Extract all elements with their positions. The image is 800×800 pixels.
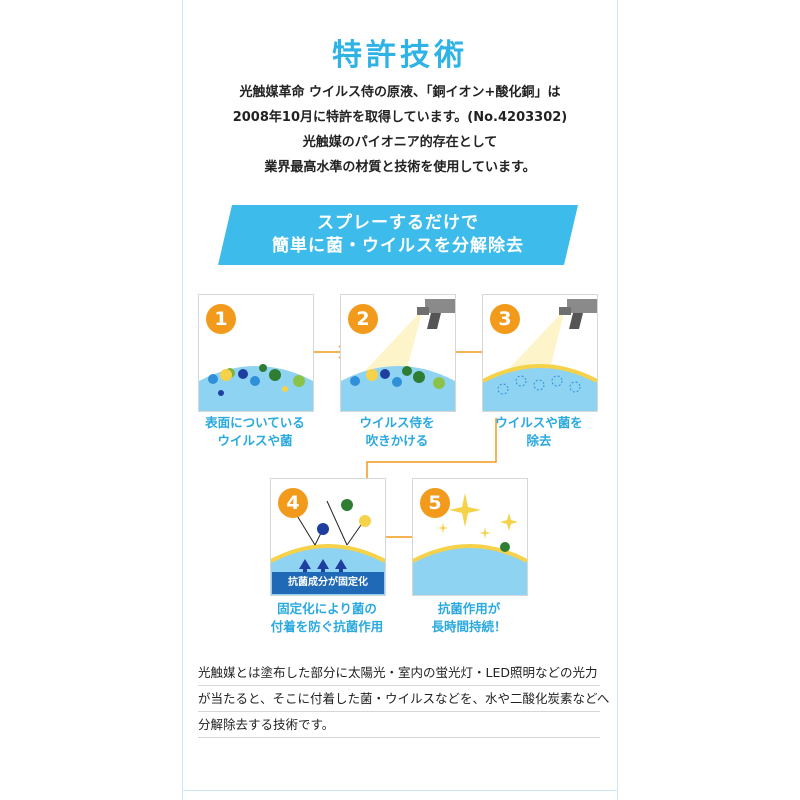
banner-line-2: 簡単に菌・ウイルスを分解除去 <box>272 236 524 256</box>
page-title: 特許技術 <box>332 38 468 73</box>
step-5-illustration <box>413 493 527 595</box>
step-4-caption-line-1: 固定化により菌の <box>277 601 377 616</box>
intro-text: 光触媒革命 ウイルス侍の原液、「銅イオン+酸化銅」は 2008年10月に特許を取… <box>0 80 800 180</box>
step-2-illustration <box>341 299 455 411</box>
footer-line-2: が当たると、そこに付着した菌・ウイルスなどを、水や二酸化炭素などへ <box>198 686 609 712</box>
step-1-number: 1 <box>206 304 236 334</box>
arrow-3-to-4 <box>366 418 497 488</box>
step-4-number: 4 <box>278 488 308 518</box>
step-1-panel: 1 <box>198 294 314 412</box>
step-3-panel: 3 <box>482 294 598 412</box>
sparkle-icons <box>438 493 518 539</box>
intro-line-2: 2008年10月に特許を取得しています。(No.4203302) <box>232 110 568 125</box>
step-4-caption: 固定化により菌の 付着を防ぐ抗菌作用 <box>257 600 397 636</box>
intro-line-3: 光触媒のパイオニア的存在として <box>302 135 498 150</box>
step-2-caption-line-2: 吹きかける <box>365 433 429 448</box>
step-3-caption-line-2: 除去 <box>526 433 552 448</box>
intro-line-4: 業界最高水準の材質と技術を使用しています。 <box>264 160 536 175</box>
step-3-illustration <box>483 299 597 411</box>
content-frame <box>182 0 618 800</box>
step-5-caption-line-1: 抗菌作用が <box>437 601 501 616</box>
step-2-caption-line-1: ウイルス侍を <box>359 415 435 430</box>
step-1-caption: 表面についている ウイルスや菌 <box>185 414 325 450</box>
step-5-caption-line-2: 長時間持続！ <box>431 619 507 634</box>
step-3-number: 3 <box>490 304 520 334</box>
step-2-panel: 2 <box>340 294 456 412</box>
footer-line-3: 分解除去する技術です。 <box>198 712 600 738</box>
banner-text: スプレーするだけで 簡単に菌・ウイルスを分解除去 <box>218 212 578 258</box>
footer-line-1: 光触媒とは塗布した部分に太陽光・室内の蛍光灯・LED照明などの光力 <box>198 660 600 686</box>
step-5-panel: 5 <box>412 478 528 596</box>
step-1-caption-line-1: 表面についている <box>205 415 305 430</box>
step-3-caption: ウイルスや菌を 除去 <box>469 414 609 450</box>
step-1-caption-line-2: ウイルスや菌 <box>217 433 293 448</box>
banner-line-1: スプレーするだけで <box>317 213 479 233</box>
step-2-number: 2 <box>348 304 378 334</box>
spray-banner: スプレーするだけで 簡単に菌・ウイルスを分解除去 <box>218 205 578 265</box>
step-4-inner-label: 抗菌成分が固定化 <box>272 572 384 594</box>
step-2-caption: ウイルス侍を 吹きかける <box>327 414 467 450</box>
step-4-caption-line-2: 付着を防ぐ抗菌作用 <box>270 619 384 634</box>
step-5-number: 5 <box>420 488 450 518</box>
frame-bottom-border <box>182 790 618 791</box>
intro-line-1: 光触媒革命 ウイルス侍の原液、「銅イオン+酸化銅」は <box>239 85 561 100</box>
banner-shape <box>218 205 578 265</box>
step-5-caption: 抗菌作用が 長時間持続！ <box>399 600 539 636</box>
footer-description: 光触媒とは塗布した部分に太陽光・室内の蛍光灯・LED照明などの光力 が当たると、… <box>198 660 609 738</box>
step-4-panel: 4 抗菌成分が固定化 <box>270 478 386 596</box>
step-3-caption-line-1: ウイルスや菌を <box>495 415 583 430</box>
step-1-illustration <box>199 364 313 411</box>
